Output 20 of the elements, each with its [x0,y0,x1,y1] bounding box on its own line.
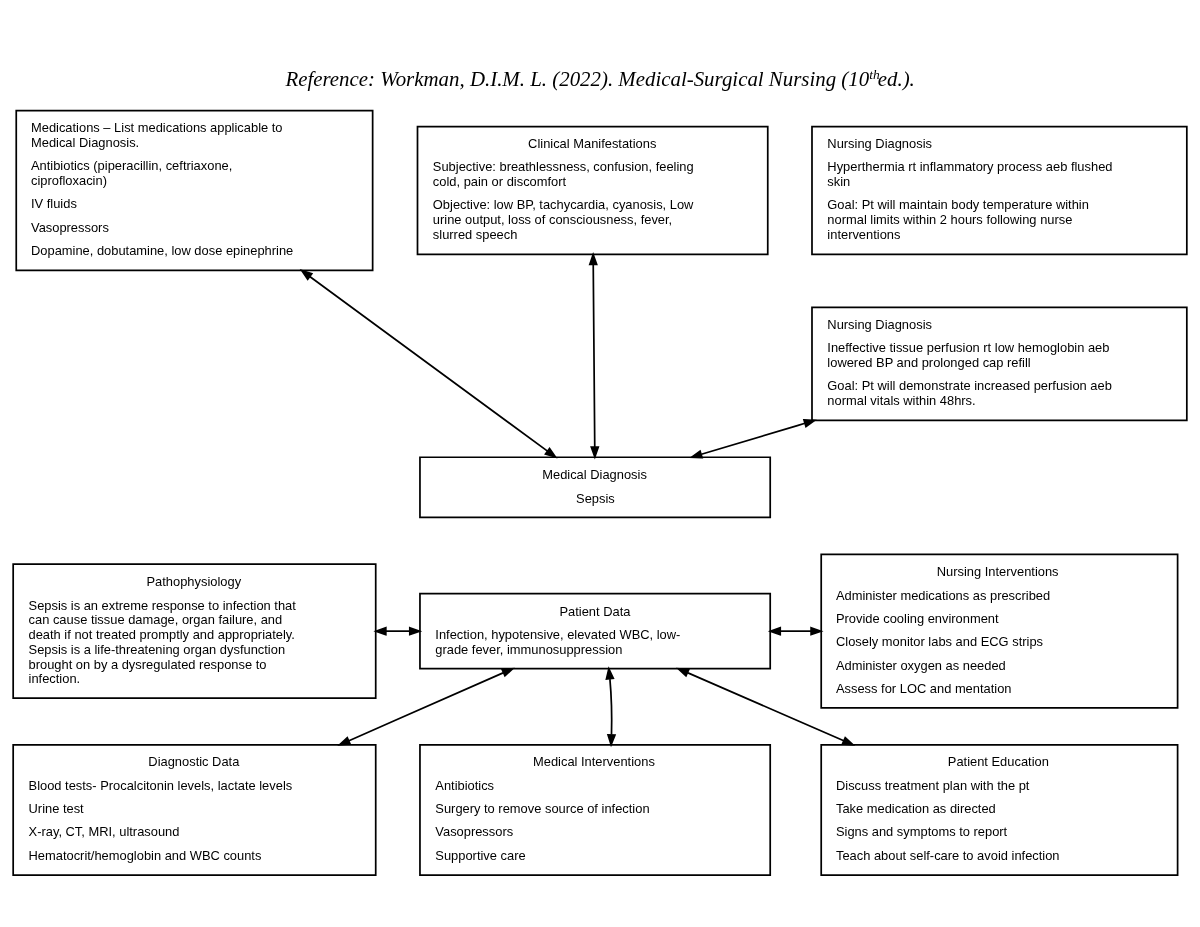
arrow [299,268,558,459]
node-box: Pathophysiology Sepsis is an extreme response to infection that can cause tissue damage, organ failure, and death if not treated promptly and appropriately. Sepsis is a life-threatening organ dysfunction brought on by a dysregulated response to infection. [12,562,377,699]
arrow [337,667,515,746]
node-box: Clinical Manifestations Subjective: breathlessness, confusion, feeling cold, pain or discomfort Objective: low BP, tachycardia, cyanosis, Low urine output, loss of consciousness, fever, slurred speech [416,125,769,255]
arrow [689,418,817,459]
arrow [588,251,600,460]
node-box: Nursing Diagnosis Hyperthermia rt inflammatory process aeb flushed skin Goal: Pt will maintain body temperature within normal limits within 2 hours following nurse interventions [811,125,1188,255]
node-box: Patient Education Discuss treatment plan with the pt Take medication as directed Signs and symptoms to report Teach about self-care to avoid infection [820,743,1179,876]
arrow [373,626,423,636]
node-box: Medical Interventions Antibiotics Surgery to remove source of infection Vasopressors Supportive care [419,743,772,876]
node-box: Medical Diagnosis Sepsis [419,455,772,518]
node-box: Nursing Diagnosis Ineffective tissue perfusion rt low hemoglobin aeb lowered BP and prolonged cap refill Goal: Pt will demonstrate increased perfusion aeb normal vitals within 48hrs. [811,305,1188,421]
node-box: Nursing Interventions Administer medications as prescribed Provide cooling environment Closely monitor labs and ECG strips Administer oxygen as needed Assess for LOC and mentation [820,552,1179,709]
diagram-title: Reference: Workman, D.I.M. L. (2022). Medical-Surgical Nursing (10$^{th}$ed.). [285,66,915,91]
node-box: Diagnostic Data Blood tests- Procalcitonin levels, lactate levels Urine test X-ray, CT, MRI, ultrasound Hematocrit/hemoglobin and WBC counts [12,743,377,876]
node-box: Patient Data Infection, hypotensive, elevated WBC, low-grade fever, immunosuppression [419,592,772,669]
arrow [676,667,856,746]
node-box: Medications – List medications applicable to Medical Diagnosis. Antibiotics (piperacillin, ceftriaxone, ciprofloxacin) IV fluids Vasopressors Dopamine, dobutamine, low dose epinephrine [15,109,374,271]
arrow [767,626,824,636]
arrow [605,665,617,747]
